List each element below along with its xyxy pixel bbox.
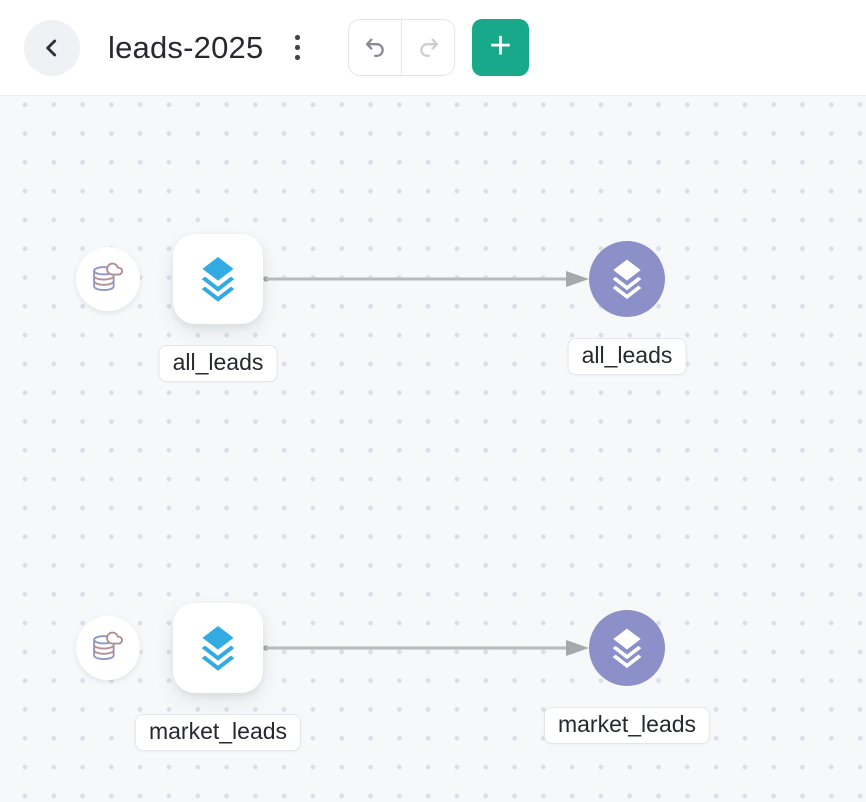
history-button-group [348,19,455,76]
layers-icon [607,626,647,670]
cloud-database-icon [88,628,128,668]
toolbar: leads-2025 + [0,0,866,96]
kebab-menu-icon [295,35,300,40]
plus-icon: + [489,25,512,67]
layers-icon [195,623,241,673]
cloud-database-icon [88,259,128,299]
source-connector-node[interactable] [76,616,140,680]
target-node[interactable] [589,241,665,317]
layers-icon [195,254,241,304]
edge-connector [263,271,589,287]
undo-arrow-icon [363,35,388,60]
target-node-label: all_leads [567,338,687,375]
target-node[interactable] [589,610,665,686]
layers-icon [607,257,647,301]
pipeline-canvas[interactable]: all_leads all_leads [0,96,866,802]
redo-arrow-icon [416,35,441,60]
redo-button[interactable] [401,20,454,75]
source-connector-node[interactable] [76,247,140,311]
more-options-button[interactable] [289,27,306,68]
source-node[interactable] [173,234,263,324]
target-node-label: market_leads [543,707,711,744]
add-node-button[interactable]: + [472,19,529,76]
pipeline-title[interactable]: leads-2025 [108,29,264,65]
back-button[interactable] [24,19,80,76]
chevron-left-icon [39,35,65,61]
undo-button[interactable] [349,20,401,75]
edge-connector [263,640,589,656]
source-node-label: all_leads [158,345,278,382]
source-node-label: market_leads [134,714,302,751]
source-node[interactable] [173,603,263,693]
